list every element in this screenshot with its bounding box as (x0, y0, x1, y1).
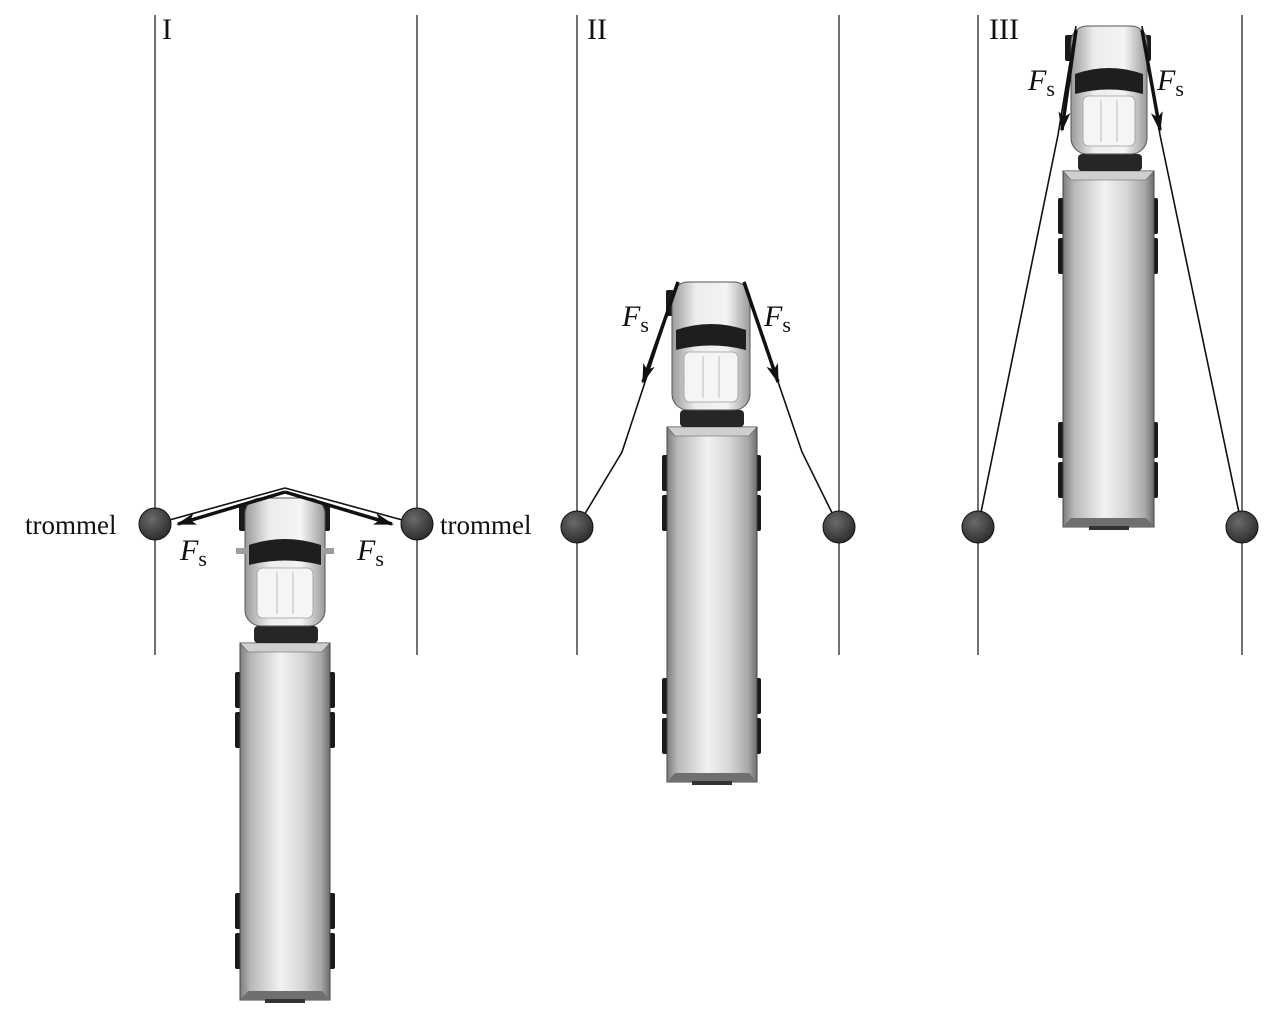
drum-label-right: trommel (440, 510, 531, 540)
force-label-right: Fs (1156, 64, 1184, 101)
winch-drum-right (400, 507, 434, 541)
force-label-left: Fs (621, 300, 649, 337)
windshield (676, 324, 746, 350)
panel-2: II (560, 13, 856, 785)
mirror (236, 548, 246, 554)
trailer-rear-bumper (1089, 526, 1129, 530)
trailer-front-bevel (1062, 170, 1155, 181)
panel-label: II (587, 13, 607, 46)
windshield (249, 539, 321, 565)
cable-right (284, 487, 418, 525)
force-arrow-right (1140, 29, 1163, 132)
trailer-body (1062, 170, 1155, 528)
windshield (1075, 68, 1143, 94)
cab (236, 497, 334, 643)
cab-roof (1082, 95, 1136, 147)
fifth-wheel (680, 410, 744, 427)
trailer-body (239, 642, 331, 1001)
truck (235, 497, 335, 1003)
trailer-rear-bumper (692, 781, 732, 785)
truck (662, 281, 761, 785)
panel-1: I (25, 13, 531, 1003)
drum-label-left: trommel (25, 510, 116, 540)
trailer-rear-bevel (667, 773, 757, 782)
cab (1065, 25, 1151, 171)
mirror (324, 548, 334, 554)
trailer-front-bevel (666, 426, 758, 437)
winch-drum-right (822, 510, 856, 544)
force-label-right: Fs (763, 300, 791, 337)
force-label-left: Fs (1027, 64, 1055, 101)
winch-drum-left (138, 507, 172, 541)
trailer-rear-bumper (265, 999, 305, 1003)
force-arrow-right (284, 490, 394, 526)
cab (666, 281, 751, 427)
panel-label: I (162, 13, 172, 46)
fifth-wheel (1078, 154, 1142, 171)
winch-drum-left (560, 510, 594, 544)
force-arrow-left (641, 281, 680, 384)
panel-label: III (989, 13, 1019, 46)
cab-roof (256, 567, 314, 619)
cab-roof (683, 351, 739, 403)
winch-drum-right (1225, 510, 1259, 544)
force-arrow-right (742, 281, 780, 384)
truck (1058, 25, 1158, 530)
force-arrow-left (176, 490, 286, 526)
force-label-left: Fs (179, 534, 207, 571)
trailer-rear-bevel (1063, 518, 1154, 527)
trailer-body (666, 426, 758, 783)
trailer-front-bevel (239, 642, 331, 653)
force-label-right: Fs (356, 534, 384, 571)
force-arrow-left (1058, 29, 1078, 132)
trailer (662, 426, 761, 785)
panel-3: III (961, 13, 1259, 655)
trailer (1058, 170, 1158, 530)
trailer (235, 642, 335, 1003)
fifth-wheel (254, 626, 318, 643)
winch-drum-left (961, 510, 995, 544)
trailer-rear-bevel (240, 991, 330, 1000)
